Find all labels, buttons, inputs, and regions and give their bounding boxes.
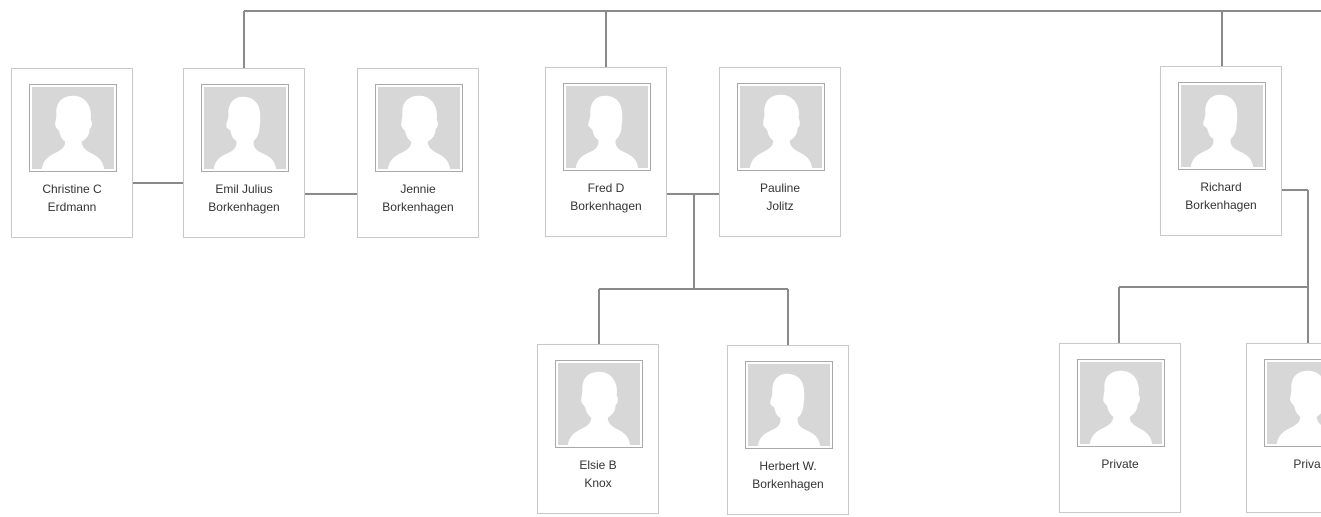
name-line-2: Jolitz xyxy=(766,199,794,213)
person-card-private-1[interactable]: Private xyxy=(1059,343,1181,513)
person-card-private-2[interactable]: Priva xyxy=(1246,343,1321,513)
person-name: Christine C Erdmann xyxy=(16,180,128,216)
person-card-pauline[interactable]: Pauline Jolitz xyxy=(719,67,841,237)
name-line-1: Emil Julius xyxy=(215,182,273,196)
silhouette-female-icon xyxy=(740,86,822,168)
profile-photo xyxy=(1178,82,1266,170)
person-name: Priva xyxy=(1251,455,1321,473)
name-line-1: Fred D xyxy=(587,181,625,195)
name-line-2: Erdmann xyxy=(47,200,97,214)
person-name: Emil Julius Borkenhagen xyxy=(188,180,300,216)
profile-photo xyxy=(737,83,825,171)
profile-photo xyxy=(1077,359,1165,447)
person-card-fred[interactable]: Fred D Borkenhagen xyxy=(545,67,667,237)
silhouette-male-icon xyxy=(204,87,286,169)
name-line-2: Borkenhagen xyxy=(208,200,280,214)
name-line-1: Herbert W. xyxy=(759,459,817,473)
person-name: Pauline Jolitz xyxy=(724,179,836,215)
person-name: Richard Borkenhagen xyxy=(1165,178,1277,214)
name-line-1: Jennie xyxy=(400,182,436,196)
person-card-herbert[interactable]: Herbert W. Borkenhagen xyxy=(727,345,849,515)
name-line-1: Richard xyxy=(1200,180,1242,194)
silhouette-male-icon xyxy=(566,86,648,168)
person-name: Private xyxy=(1064,455,1176,473)
person-card-emil[interactable]: Emil Julius Borkenhagen xyxy=(183,68,305,238)
silhouette-female-icon xyxy=(32,87,114,169)
person-name: Herbert W. Borkenhagen xyxy=(732,457,844,493)
silhouette-female-icon xyxy=(378,87,460,169)
silhouette-male-icon xyxy=(1181,85,1263,167)
name-line-2: Borkenhagen xyxy=(1185,198,1257,212)
silhouette-female-icon xyxy=(1080,362,1162,444)
person-card-richard[interactable]: Richard Borkenhagen xyxy=(1160,66,1282,236)
name-line-2: Knox xyxy=(584,476,612,490)
person-card-jennie[interactable]: Jennie Borkenhagen xyxy=(357,68,479,238)
profile-photo xyxy=(375,84,463,172)
name-line-1: Priva xyxy=(1293,457,1321,471)
person-card-christine[interactable]: Christine C Erdmann xyxy=(11,68,133,238)
name-line-1: Private xyxy=(1101,457,1139,471)
profile-photo xyxy=(29,84,117,172)
profile-photo xyxy=(745,361,833,449)
name-line-2: Borkenhagen xyxy=(752,477,824,491)
profile-photo xyxy=(201,84,289,172)
person-name: Elsie B Knox xyxy=(542,456,654,492)
profile-photo xyxy=(555,360,643,448)
name-line-2: Borkenhagen xyxy=(570,199,642,213)
person-name: Jennie Borkenhagen xyxy=(362,180,474,216)
silhouette-female-icon xyxy=(558,363,640,445)
profile-photo xyxy=(563,83,651,171)
name-line-1: Elsie B xyxy=(579,458,617,472)
person-name: Fred D Borkenhagen xyxy=(550,179,662,215)
profile-photo xyxy=(1264,359,1321,447)
person-card-elsie[interactable]: Elsie B Knox xyxy=(537,344,659,514)
name-line-1: Pauline xyxy=(759,181,801,195)
silhouette-female-icon xyxy=(1267,362,1321,444)
name-line-2: Borkenhagen xyxy=(382,200,454,214)
silhouette-male-icon xyxy=(748,364,830,446)
name-line-1: Christine C xyxy=(42,182,102,196)
